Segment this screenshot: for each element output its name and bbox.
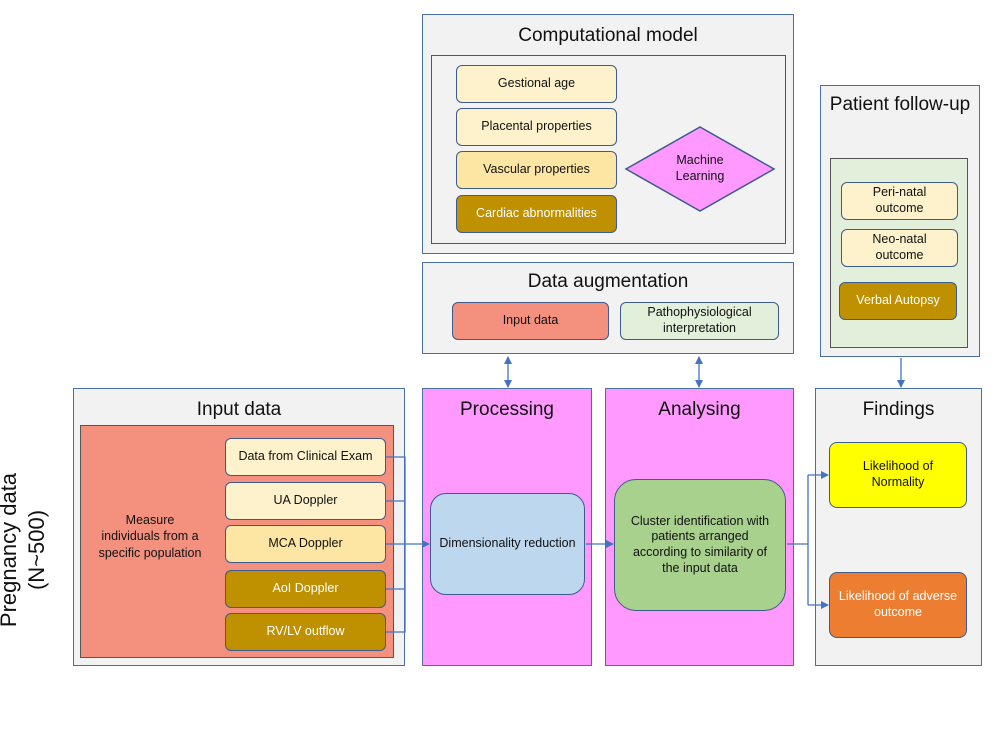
measure-label: Measure individuals from a specific popu… [98,513,202,560]
computational-model-title: Computational model [518,25,698,46]
outcome-peri-natal: Peri-natal outcome [841,182,958,220]
likelihood-adverse-outcome: Likelihood of adverse outcome [829,572,967,638]
input-data-title: Input data [196,399,282,420]
input-ua-doppler: UA Doppler [225,482,386,520]
machine-learning-diamond [624,126,776,212]
feature-cardiac-abnormalities: Cardiac abnormalities [456,195,617,233]
augmentation-interpretation: Pathophysiological interpretation [620,302,779,340]
findings-title: Findings [862,399,935,420]
input-rv-lv-outflow: RV/LV outflow [225,613,386,651]
dimensionality-reduction-node: Dimensionality reduction [430,493,585,595]
input-clinical-exam: Data from Clinical Exam [225,438,386,476]
patient-followup-title: Patient follow-up [829,94,971,115]
cluster-identification-node: Cluster identification with patients arr… [614,479,786,611]
input-mca-doppler: MCA Doppler [225,525,386,563]
augmentation-input-data: Input data [452,302,609,340]
analysing-title: Analysing [658,399,741,420]
feature-placental-properties: Placental properties [456,108,617,146]
feature-gestional-age: Gestional age [456,65,617,103]
feature-vascular-properties: Vascular properties [456,151,617,189]
processing-title: Processing [460,399,554,420]
machine-learning-label: Machine Learning [675,153,725,184]
findings-bracket [787,475,809,605]
input-bracket [386,456,406,633]
outcome-neo-natal: Neo-natal outcome [841,229,958,267]
outcome-verbal-autopsy: Verbal Autopsy [839,282,957,320]
input-aoi-doppler: AoI Doppler [225,570,386,608]
data-augmentation-title: Data augmentation [527,271,689,292]
likelihood-normality: Likelihood of Normality [829,442,967,508]
connector-layer [386,126,905,633]
